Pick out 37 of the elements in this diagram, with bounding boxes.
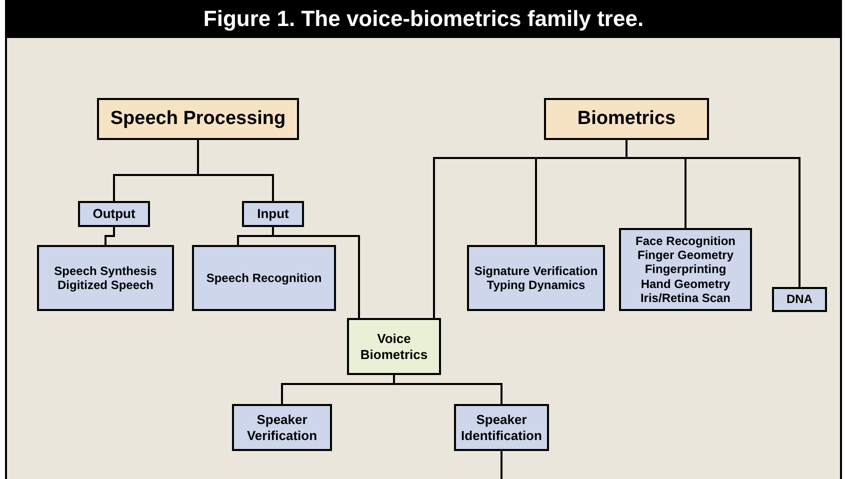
category-box bbox=[97, 98, 299, 140]
node-label: Face Recognition bbox=[635, 234, 736, 248]
category-box bbox=[619, 228, 752, 311]
node-label: Output bbox=[92, 206, 136, 222]
node-label: Speaker Verification bbox=[246, 412, 318, 444]
connector-line bbox=[393, 375, 502, 404]
connector-line bbox=[272, 227, 360, 318]
connector-line bbox=[104, 227, 115, 245]
category-box bbox=[78, 201, 150, 227]
node-label: Fingerprinting bbox=[644, 262, 726, 277]
node-label: Signature Verification bbox=[474, 264, 598, 278]
node-label: Hand Geometry bbox=[640, 276, 730, 292]
category-box bbox=[242, 201, 304, 227]
node-label: Iris/Retina Scan bbox=[640, 291, 731, 306]
figure-title: Figure 1. The voice-biometrics family tree. bbox=[7, 0, 840, 38]
node-label: Speech Processing bbox=[110, 108, 286, 130]
category-box bbox=[467, 245, 605, 311]
node-label: Finger Geometry bbox=[637, 248, 734, 262]
category-box bbox=[454, 404, 549, 451]
category-box bbox=[772, 287, 827, 312]
node-label: Biometrics bbox=[577, 108, 676, 130]
node-label: Speech Synthesis bbox=[54, 264, 157, 278]
node-label: Speech Recognition bbox=[206, 270, 322, 286]
node-label: Speaker Identification bbox=[460, 412, 543, 444]
category-box bbox=[347, 318, 441, 375]
category-box bbox=[232, 404, 332, 451]
connector-line bbox=[500, 451, 502, 479]
node-label: Input bbox=[257, 206, 289, 222]
connector-line bbox=[626, 140, 800, 287]
category-box bbox=[37, 245, 174, 311]
node-label: DNA bbox=[786, 292, 812, 307]
node-label: Digitized Speech bbox=[57, 278, 154, 292]
category-box bbox=[192, 245, 336, 311]
node-label: Voice Biometrics bbox=[359, 330, 429, 362]
connector-line bbox=[197, 140, 274, 201]
category-box bbox=[544, 98, 709, 140]
node-label: Typing Dynamics bbox=[486, 278, 586, 292]
